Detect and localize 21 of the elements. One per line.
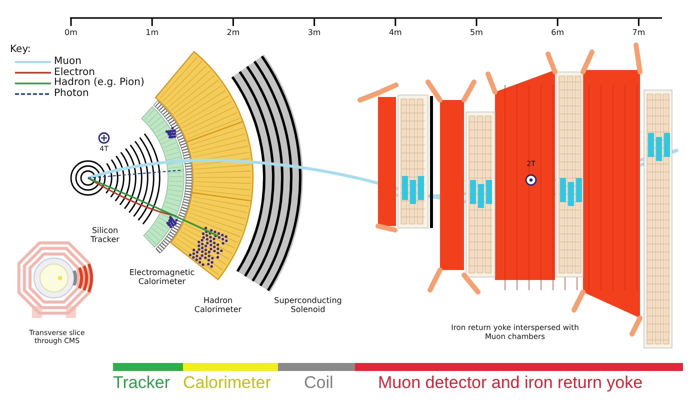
legend-label: Calorimeter [183,373,271,393]
part-label: Superconducting Solenoid [273,296,343,314]
scale-label: 3m [306,28,322,38]
key-heading: Key: [10,44,32,56]
scale-label: 1m [144,28,160,38]
scale-label: 6m [550,28,566,38]
legend-label: Hadron (e.g. Pion) [54,77,144,88]
legend-label: Coil [304,373,334,393]
legend-label: Electron [54,66,96,78]
legend-label: Muon detector and iron return yoke [378,373,643,393]
part-label: Silicon Tracker [90,226,120,244]
part-label: Electromagnetic Calorimeter [128,268,196,286]
legend-label: Muon [54,56,82,67]
scale-label: 5m [469,28,484,38]
scale-label: 4m [388,28,403,38]
part-label: Hadron Calorimeter [193,296,243,314]
legend-label: Photon [54,88,89,100]
scale-label: 0m [64,28,78,38]
legend-label: Tracker [113,373,170,393]
scale-label: 7m [631,28,646,38]
scale-label: 2m [226,28,241,38]
